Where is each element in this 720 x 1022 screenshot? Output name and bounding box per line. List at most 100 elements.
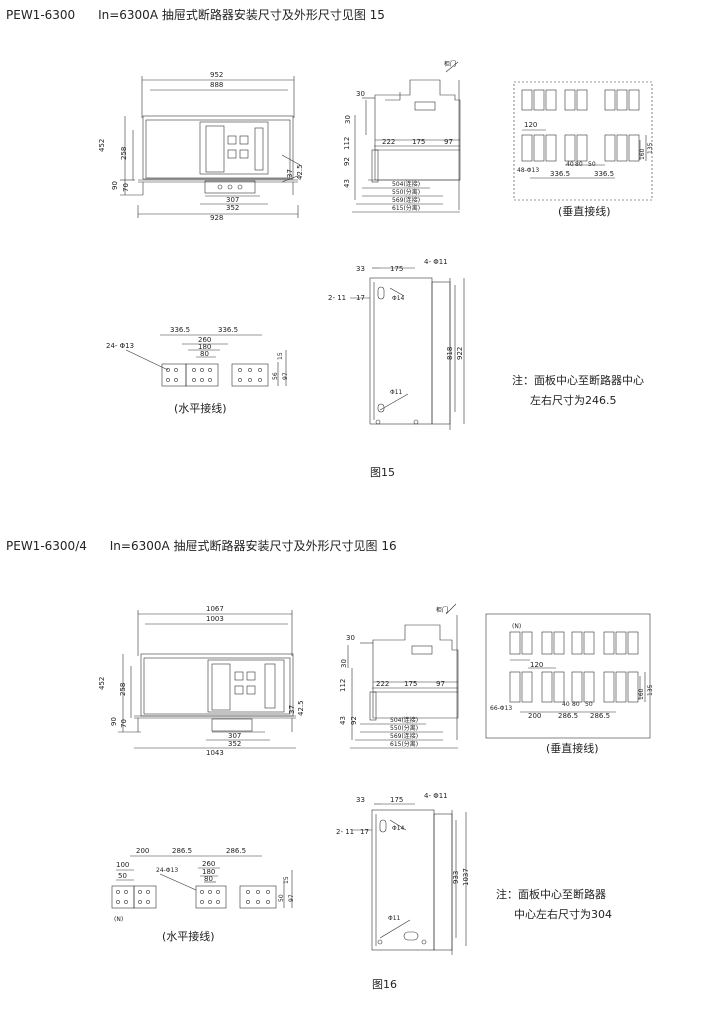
horizontal-busbars-15 xyxy=(161,363,269,387)
dim-front-width-outer-16: 1067 xyxy=(206,605,224,613)
dim-hor-200-16: 200 xyxy=(136,847,149,855)
caption-vertical-wiring-16: (垂直接线) xyxy=(546,741,599,755)
vertical-wiring-15 xyxy=(513,81,653,201)
vertical-busbars-top-15 xyxy=(521,89,640,111)
dim-hor-180: 180 xyxy=(198,343,211,351)
dim-top-818: 818 xyxy=(446,347,454,360)
dim-top-933-16: 933 xyxy=(452,871,460,884)
dim-side-112-16: 112 xyxy=(339,679,347,692)
dim-side-97: 97 xyxy=(444,138,453,146)
dim-top-phi11: Φ11 xyxy=(390,389,403,396)
dim-vert-160: 160 xyxy=(639,148,646,160)
dim-front-90: 90 xyxy=(111,181,119,190)
dim-vert-holes: 48-Φ13 xyxy=(517,167,539,174)
dim-front-height-mid: 258 xyxy=(120,147,128,160)
dim-front-42-5-16: 42.5 xyxy=(297,700,305,716)
dim-front-352-16: 352 xyxy=(228,740,241,748)
dim-side-30: 30 xyxy=(356,90,365,98)
dim-front-307: 307 xyxy=(226,196,239,204)
section-title-15: PEW1-6300 In=6300A 抽屉式断路器安装尺寸及外形尺寸见图 15 xyxy=(6,8,385,22)
dim-vert-286-5-b-16: 286.5 xyxy=(590,712,610,720)
dim-front-total: 928 xyxy=(210,214,223,222)
dim-top-175: 175 xyxy=(390,265,403,273)
dim-hor-holes-16: 24-Φ13 xyxy=(156,867,178,874)
front-view-15 xyxy=(120,76,301,218)
dim-top-175-16: 175 xyxy=(390,796,403,804)
dim-hor-50-16: 50 xyxy=(118,872,127,880)
dim-side-112: 112 xyxy=(343,137,351,150)
dim-side-97-16: 97 xyxy=(436,680,445,688)
dim-top-922: 922 xyxy=(456,347,464,360)
dim-vert-80: 80 xyxy=(575,161,583,168)
dim-front-width-inner-16: 1003 xyxy=(206,615,224,623)
dim-side-615-16: 615(分离) xyxy=(390,740,418,748)
dim-front-70-16: 70 xyxy=(120,719,128,728)
dim-side-43-16: 43 xyxy=(339,716,347,725)
label-n-vert-16: (N) xyxy=(512,623,521,630)
dim-front-42-5: 42.5 xyxy=(296,164,304,180)
dim-side-550: 550(分离) xyxy=(392,188,420,196)
dim-front-352: 352 xyxy=(226,204,239,212)
dim-side-504: 504(连接) xyxy=(392,180,420,188)
label-n-hor-16: (N) xyxy=(114,916,123,923)
dim-hor-286-5-a-16: 286.5 xyxy=(172,847,192,855)
dim-top-33-16: 33 xyxy=(356,796,365,804)
labels-15: 952 888 452 258 90 70 37 42.5 307 352 92… xyxy=(98,60,654,479)
dim-front-307-16: 307 xyxy=(228,732,241,740)
dim-vert-holes-16: 66-Φ13 xyxy=(490,705,512,712)
labels-16: 1067 1003 452 258 90 70 37 42.5 307 352 … xyxy=(98,605,654,991)
dim-top-phi14-16: Φ14 xyxy=(392,825,405,832)
dim-hor-336-5-a: 336.5 xyxy=(170,326,190,334)
figure-caption-16: 图16 xyxy=(372,978,397,991)
note-line2-16: 中心左右尺寸为304 xyxy=(514,907,612,921)
horizontal-wiring-15 xyxy=(125,334,287,387)
dim-front-37-16: 37 xyxy=(288,705,296,714)
dim-vert-120: 120 xyxy=(524,121,537,129)
dim-hor-80-16: 80 xyxy=(204,875,213,883)
dim-front-width-outer: 952 xyxy=(210,71,223,79)
dim-side-222-16: 222 xyxy=(376,680,389,688)
caption-horizontal-wiring-16: (水平接线) xyxy=(162,929,215,943)
caption-horizontal-wiring-15: (水平接线) xyxy=(174,401,227,415)
dim-front-37: 37 xyxy=(286,169,294,178)
caption-vertical-wiring-15: (垂直接线) xyxy=(558,204,611,218)
dim-side-30v: 30 xyxy=(344,115,352,124)
vertical-busbars-bottom-16 xyxy=(509,671,639,703)
dim-side-550-16: 550(分离) xyxy=(390,724,418,732)
dim-hor-336-5-b: 336.5 xyxy=(218,326,238,334)
dim-side-222: 222 xyxy=(382,138,395,146)
dim-vert-40: 40 xyxy=(566,161,574,168)
dim-side-43: 43 xyxy=(343,179,351,188)
side-view-15 xyxy=(352,61,461,213)
front-view-16 xyxy=(118,610,296,749)
dim-vert-135-16: 135 xyxy=(647,684,654,696)
dim-side-30-16: 30 xyxy=(346,634,355,642)
dim-side-92: 92 xyxy=(343,157,351,166)
dim-hor-80: 80 xyxy=(200,350,209,358)
dim-front-width-inner: 888 xyxy=(210,81,223,89)
dim-top-slot: 2- 11 xyxy=(328,294,346,302)
dim-vert-120-16: 120 xyxy=(530,661,543,669)
dim-front-total-16: 1043 xyxy=(206,749,224,757)
dim-side-504-16: 504(连接) xyxy=(390,716,418,724)
dim-side-30v-16: 30 xyxy=(340,659,348,668)
note-line2-15: 左右尺寸为246.5 xyxy=(530,393,617,407)
dim-front-height: 452 xyxy=(98,139,106,152)
dim-hor-286-5-b-16: 286.5 xyxy=(226,847,246,855)
label-door: 柜门 xyxy=(444,60,456,68)
dim-top-17-16: 17 xyxy=(360,828,369,836)
dim-front-90-16: 90 xyxy=(110,717,118,726)
horizontal-busbars-16 xyxy=(111,885,277,909)
dim-vert-286-5-a-16: 286.5 xyxy=(558,712,578,720)
top-view-16 xyxy=(352,803,467,955)
dim-vert-40-16: 40 xyxy=(562,701,570,708)
dim-top-phi14: Φ14 xyxy=(392,295,405,302)
dim-vert-200-16: 200 xyxy=(528,712,541,720)
dim-front-70: 70 xyxy=(122,183,130,192)
dim-hor-260: 260 xyxy=(198,336,211,344)
dim-top-1037-16: 1037 xyxy=(462,868,470,886)
dim-side-569: 569(连接) xyxy=(392,196,420,204)
dim-top-phi11-16: Φ11 xyxy=(388,915,401,922)
figure-caption-15: 图15 xyxy=(370,466,395,479)
